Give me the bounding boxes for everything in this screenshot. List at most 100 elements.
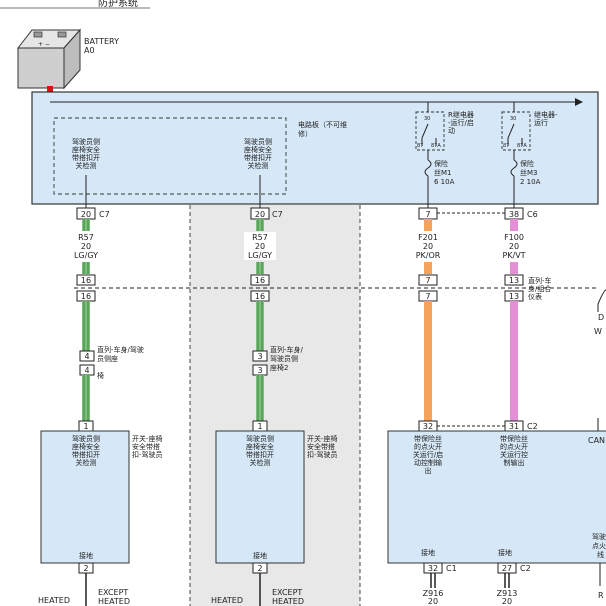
svg-text:C7: C7 xyxy=(99,210,110,219)
svg-text:带保险丝: 带保险丝 xyxy=(500,434,528,443)
module-1-pin-top: 1 xyxy=(78,420,94,432)
svg-text:4: 4 xyxy=(84,352,89,361)
wire-label-2: R57 20 LG/GY xyxy=(248,233,272,260)
module-2-pin-bottom: 2 xyxy=(252,562,268,574)
wire-pkor-upper xyxy=(424,219,432,231)
wire-label-4: F100 20 PK/VT xyxy=(502,233,525,260)
wire-lggy-1-upper xyxy=(82,219,90,231)
svg-text:关运行/启: 关运行/启 xyxy=(413,450,443,459)
wire-label-3: F201 20 PK/OR xyxy=(416,233,441,260)
svg-text:C1: C1 xyxy=(446,564,457,573)
svg-text:PK/OR: PK/OR xyxy=(416,251,441,260)
big-module-box xyxy=(387,430,606,564)
svg-text:点火: 点火 xyxy=(592,542,606,550)
battery-name: BATTERY xyxy=(84,37,119,46)
wire-lggy-2-long xyxy=(256,301,264,351)
big-module-right-pin: R xyxy=(598,591,604,600)
wire-lggy-2-upper xyxy=(256,219,264,231)
bottom-wire-label-1: Z916 20 xyxy=(423,589,444,606)
svg-text:驾驶员侧: 驾驶员侧 xyxy=(72,434,100,443)
relay-1-pin-87a: 87A xyxy=(431,143,441,149)
svg-text:身/组合: 身/组合 xyxy=(528,284,551,293)
svg-text:带搭扣开: 带搭扣开 xyxy=(246,450,274,459)
svg-text:+ −: + − xyxy=(38,41,50,48)
svg-text:27: 27 xyxy=(502,564,512,573)
svg-text:31: 31 xyxy=(509,422,519,431)
svg-text:座椅2: 座椅2 xyxy=(270,363,288,372)
svg-text:16: 16 xyxy=(81,292,91,301)
ground-wire-z916 xyxy=(430,573,436,588)
module-1-inner-label: 驾驶员侧 座椅安全 带搭扣开 关检测 xyxy=(72,434,100,467)
fuse-1-label: 保险 丝M1 6 10A xyxy=(434,159,455,186)
svg-text:PK/VT: PK/VT xyxy=(502,251,525,260)
big-module-ground-left: 接地 xyxy=(421,548,435,557)
battery-code: A0 xyxy=(84,46,95,55)
wire-lggy-2-lower xyxy=(256,375,264,421)
svg-text:R57: R57 xyxy=(78,233,94,242)
wire-lggy-1-mid xyxy=(82,262,90,274)
big-module-pin-bottom-32: 32 C1 xyxy=(423,562,457,574)
svg-text:F100: F100 xyxy=(504,233,524,242)
variant-1-right-line2: HEATED xyxy=(98,597,130,606)
svg-text:13: 13 xyxy=(509,292,519,301)
svg-text:32: 32 xyxy=(423,422,433,431)
svg-text:20: 20 xyxy=(509,242,519,251)
variant-1-right-line1: EXCEPT xyxy=(98,588,128,597)
svg-text:的点火开: 的点火开 xyxy=(500,442,528,451)
svg-text:带搭扣开: 带搭扣开 xyxy=(72,153,100,162)
svg-text:驾驶员侧: 驾驶员侧 xyxy=(270,354,298,363)
seat-connector-2-label: 直列-车身/ 驾驶员侧 座椅2 xyxy=(270,345,304,372)
svg-text:关检测: 关检测 xyxy=(76,161,97,170)
svg-text:驾驶员侧: 驾驶员侧 xyxy=(72,137,100,146)
svg-text:2: 2 xyxy=(83,564,88,573)
svg-text:C2: C2 xyxy=(520,564,531,573)
svg-text:驾驶员侧: 驾驶员侧 xyxy=(246,434,274,443)
svg-text:16: 16 xyxy=(81,276,91,285)
svg-text:C2: C2 xyxy=(527,422,538,431)
svg-text:仪表: 仪表 xyxy=(528,292,542,301)
svg-text:32: 32 xyxy=(428,564,438,573)
top-connector-4: 38 C6 xyxy=(504,207,538,220)
module-1-pin-bottom: 2 xyxy=(78,562,94,574)
svg-text:7: 7 xyxy=(425,276,430,285)
big-module-mid-label: 带保险丝 的点火开 关运行控 制输出 xyxy=(500,434,528,467)
svg-text:开关-座椅: 开关-座椅 xyxy=(132,434,163,443)
module-2-inner-label: 驾驶员侧 座椅安全 带搭扣开 关检测 xyxy=(246,434,274,467)
relay-2-icon xyxy=(501,102,531,208)
relay-2-pin-87a: 87A xyxy=(517,143,527,149)
wire-lggy-1-long xyxy=(82,301,90,351)
svg-text:开关-座椅: 开关-座椅 xyxy=(307,434,338,443)
variant-2-right-line1: EXCEPT xyxy=(272,588,302,597)
variant-1-left: HEATED xyxy=(38,596,70,605)
module-2-side-label: 开关-座椅 安全带搭 扣-驾驶员 xyxy=(307,434,338,459)
variant-2-right-line2: HEATED xyxy=(272,597,304,606)
svg-text:关检测: 关检测 xyxy=(250,458,271,467)
wire-pkvt-long xyxy=(510,301,518,421)
relay-1-pin-87: 87 xyxy=(417,143,423,149)
wire-lggy-2-mid xyxy=(256,262,264,274)
fuse-2-label: 保险 丝M3 2 10A xyxy=(520,159,541,186)
svg-text:F201: F201 xyxy=(418,233,438,242)
svg-text:关检测: 关检测 xyxy=(76,458,97,467)
battery-icon: + − xyxy=(16,28,82,90)
relay-2-pin-30: 30 xyxy=(510,116,516,122)
circuit-board xyxy=(31,91,599,205)
svg-text:C6: C6 xyxy=(527,210,538,219)
big-module-ground-right: 接地 xyxy=(498,548,512,557)
wire-lggy-1-lower xyxy=(82,375,90,421)
svg-text:38: 38 xyxy=(509,210,519,219)
svg-text:13: 13 xyxy=(509,276,519,285)
svg-text:Z913: Z913 xyxy=(497,589,518,598)
svg-text:继电器-: 继电器- xyxy=(534,110,558,119)
svg-text:-运行/启: -运行/启 xyxy=(448,118,474,127)
svg-text:2: 2 xyxy=(257,564,262,573)
svg-text:20: 20 xyxy=(255,210,265,219)
svg-text:LG/GY: LG/GY xyxy=(74,251,98,260)
svg-text:动控制输: 动控制输 xyxy=(414,458,442,467)
ground-wire-z913 xyxy=(504,573,510,588)
board-label-line2: 修） xyxy=(298,129,312,138)
module-2-ground: 接地 xyxy=(253,551,267,560)
svg-text:3: 3 xyxy=(257,366,262,375)
relay-2-pin-87: 87 xyxy=(503,143,509,149)
svg-text:驾驶员侧: 驾驶员侧 xyxy=(244,137,272,146)
